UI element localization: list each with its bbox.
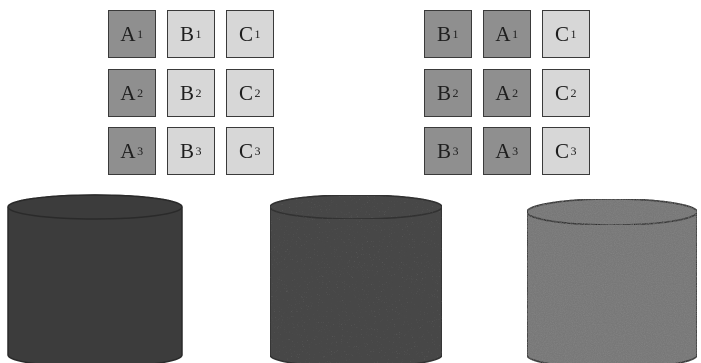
cylinder-noisy — [526, 198, 698, 363]
cylinder-speckled — [269, 194, 443, 363]
cylinder-solid — [7, 194, 183, 363]
